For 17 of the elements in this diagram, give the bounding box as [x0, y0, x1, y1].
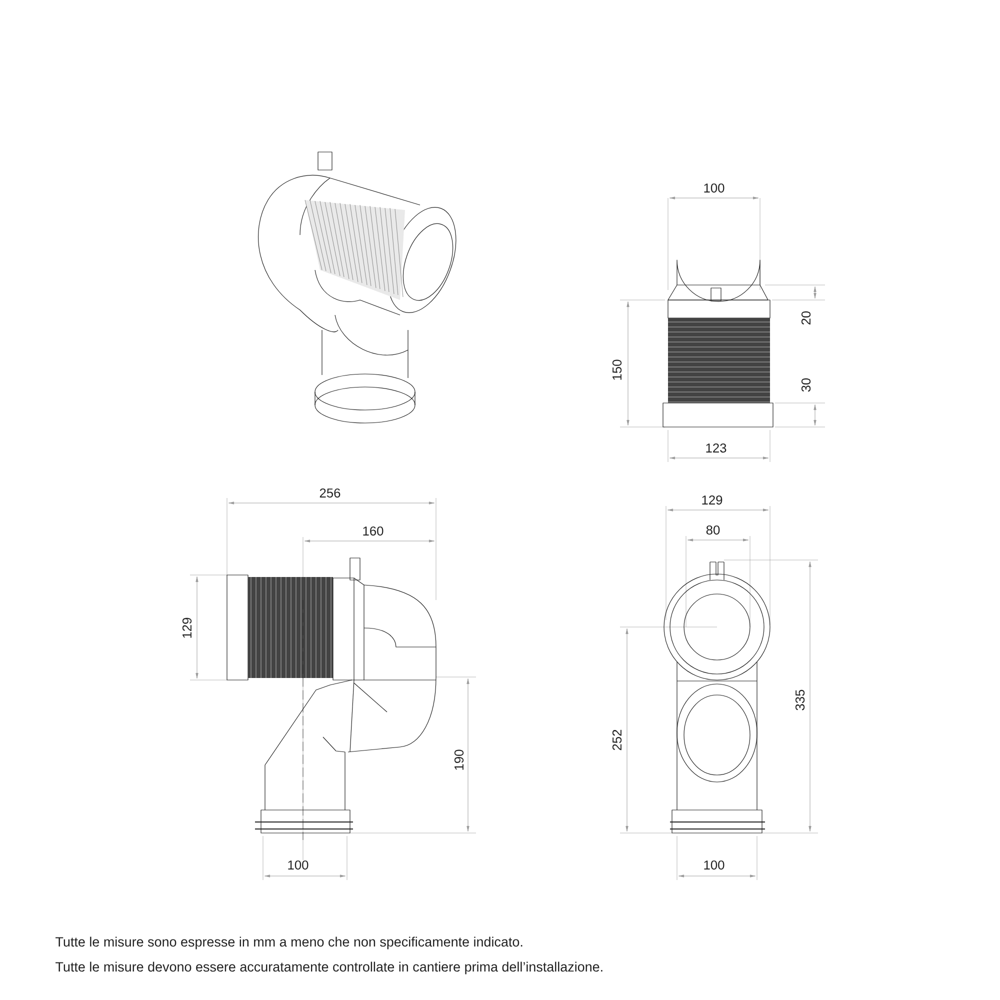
dimension-value: 129: [702, 495, 722, 505]
dimension-value: 190: [454, 750, 464, 770]
dimension-value: 80: [706, 525, 720, 535]
dimension-value: 100: [704, 183, 724, 193]
note-text: Tutte le misure devono essere accuratamente controllate in cantiere prima dell’installazione.: [56, 962, 602, 974]
dimension-value: 160: [363, 526, 384, 536]
dimension-value: 100: [288, 860, 308, 870]
dimension-value: 150: [612, 360, 622, 380]
dimension-value: 252: [612, 730, 622, 750]
dimension-value: 335: [795, 690, 805, 710]
note-text: Tutte le misure sono espresse in mm a meno che non specificamente indicato.: [56, 936, 522, 950]
dimension-value: 30: [801, 378, 811, 392]
dimension-value: 256: [320, 488, 340, 498]
dimension-value: 123: [706, 443, 726, 453]
dimension-value: 20: [801, 311, 811, 325]
dimension-value: 129: [182, 618, 192, 638]
dimension-value: 100: [704, 860, 724, 870]
